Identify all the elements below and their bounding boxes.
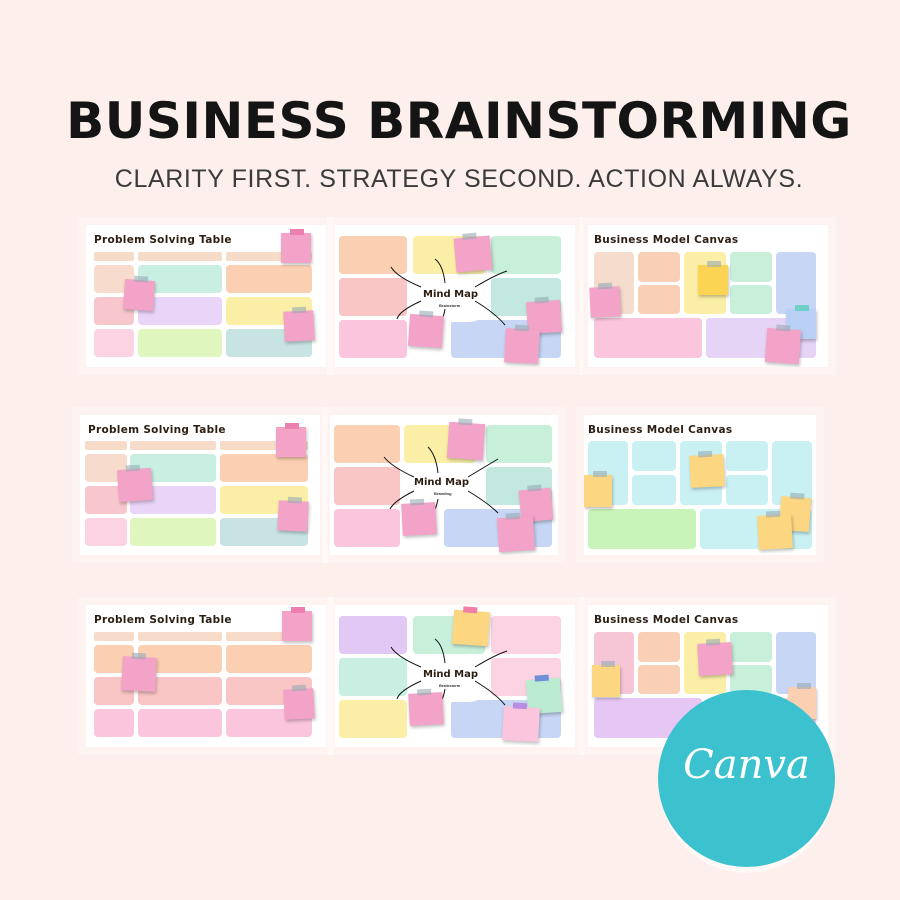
slide-title: Business Model Canvas [588, 424, 733, 436]
problem-solving-slide-2[interactable]: Problem Solving Table [80, 415, 320, 555]
mind-map-title: Mind Map [423, 289, 478, 300]
mind-map-slide-3[interactable]: Mind Map Brainstorm [335, 605, 575, 747]
sticky-note[interactable] [589, 282, 621, 318]
page-subtitle: CLARITY FIRST. STRATEGY SECOND. ACTION A… [114, 165, 804, 193]
mind-map-slide-2[interactable]: Mind Map Branding [330, 415, 558, 555]
sticky-note[interactable] [504, 324, 540, 364]
sticky-note[interactable] [276, 423, 306, 457]
business-model-canvas-slide-1[interactable]: Business Model Canvas [588, 225, 828, 367]
mind-map-subtitle: Brainstorm [439, 683, 461, 688]
mind-map-title: Mind Map [423, 669, 478, 680]
slide-title: Problem Solving Table [94, 234, 232, 246]
sticky-note[interactable] [122, 275, 156, 312]
sticky-note[interactable] [764, 324, 802, 365]
sticky-note[interactable] [446, 418, 486, 461]
sticky-note[interactable] [281, 229, 311, 263]
mind-map-title: Mind Map [414, 477, 469, 488]
sticky-note[interactable] [277, 496, 309, 532]
slide-title: Business Model Canvas [594, 234, 739, 246]
slide-title: Problem Solving Table [88, 424, 226, 436]
mind-map-subtitle: Brainstorm [439, 303, 461, 308]
sticky-note[interactable] [407, 310, 445, 349]
sticky-note[interactable] [584, 471, 612, 507]
sticky-note[interactable] [283, 684, 315, 720]
slide-title: Business Model Canvas [594, 614, 739, 626]
sticky-note[interactable] [592, 661, 620, 697]
sticky-note[interactable] [697, 638, 733, 676]
sticky-note[interactable] [689, 450, 725, 488]
mind-map-subtitle: Branding [434, 491, 452, 496]
slide-title: Problem Solving Table [94, 614, 232, 626]
sticky-note[interactable] [451, 606, 491, 647]
mind-map-slide-1[interactable]: Mind Map Brainstorm [335, 225, 575, 367]
problem-solving-slide-3[interactable]: Problem Solving Table [86, 605, 326, 747]
sticky-note[interactable] [116, 464, 154, 503]
business-model-canvas-slide-2[interactable]: Business Model Canvas [584, 415, 816, 555]
canva-logo-badge: Canva [658, 690, 835, 867]
sticky-note[interactable] [757, 510, 793, 550]
problem-solving-slide-1[interactable]: Problem Solving Table [86, 225, 326, 367]
sticky-note[interactable] [453, 232, 493, 273]
sticky-note[interactable] [401, 498, 437, 536]
sticky-note[interactable] [283, 306, 315, 342]
sticky-note[interactable] [698, 261, 728, 295]
sticky-note[interactable] [121, 652, 157, 692]
sticky-note[interactable] [496, 512, 536, 553]
sticky-note[interactable] [408, 688, 444, 726]
canva-logo-text: Canva [683, 742, 810, 788]
mind-map-arrows [383, 446, 499, 518]
sticky-note[interactable] [502, 702, 540, 742]
sticky-note[interactable] [282, 607, 312, 641]
page-title: BUSINESS BRAINSTORMING [66, 92, 852, 150]
